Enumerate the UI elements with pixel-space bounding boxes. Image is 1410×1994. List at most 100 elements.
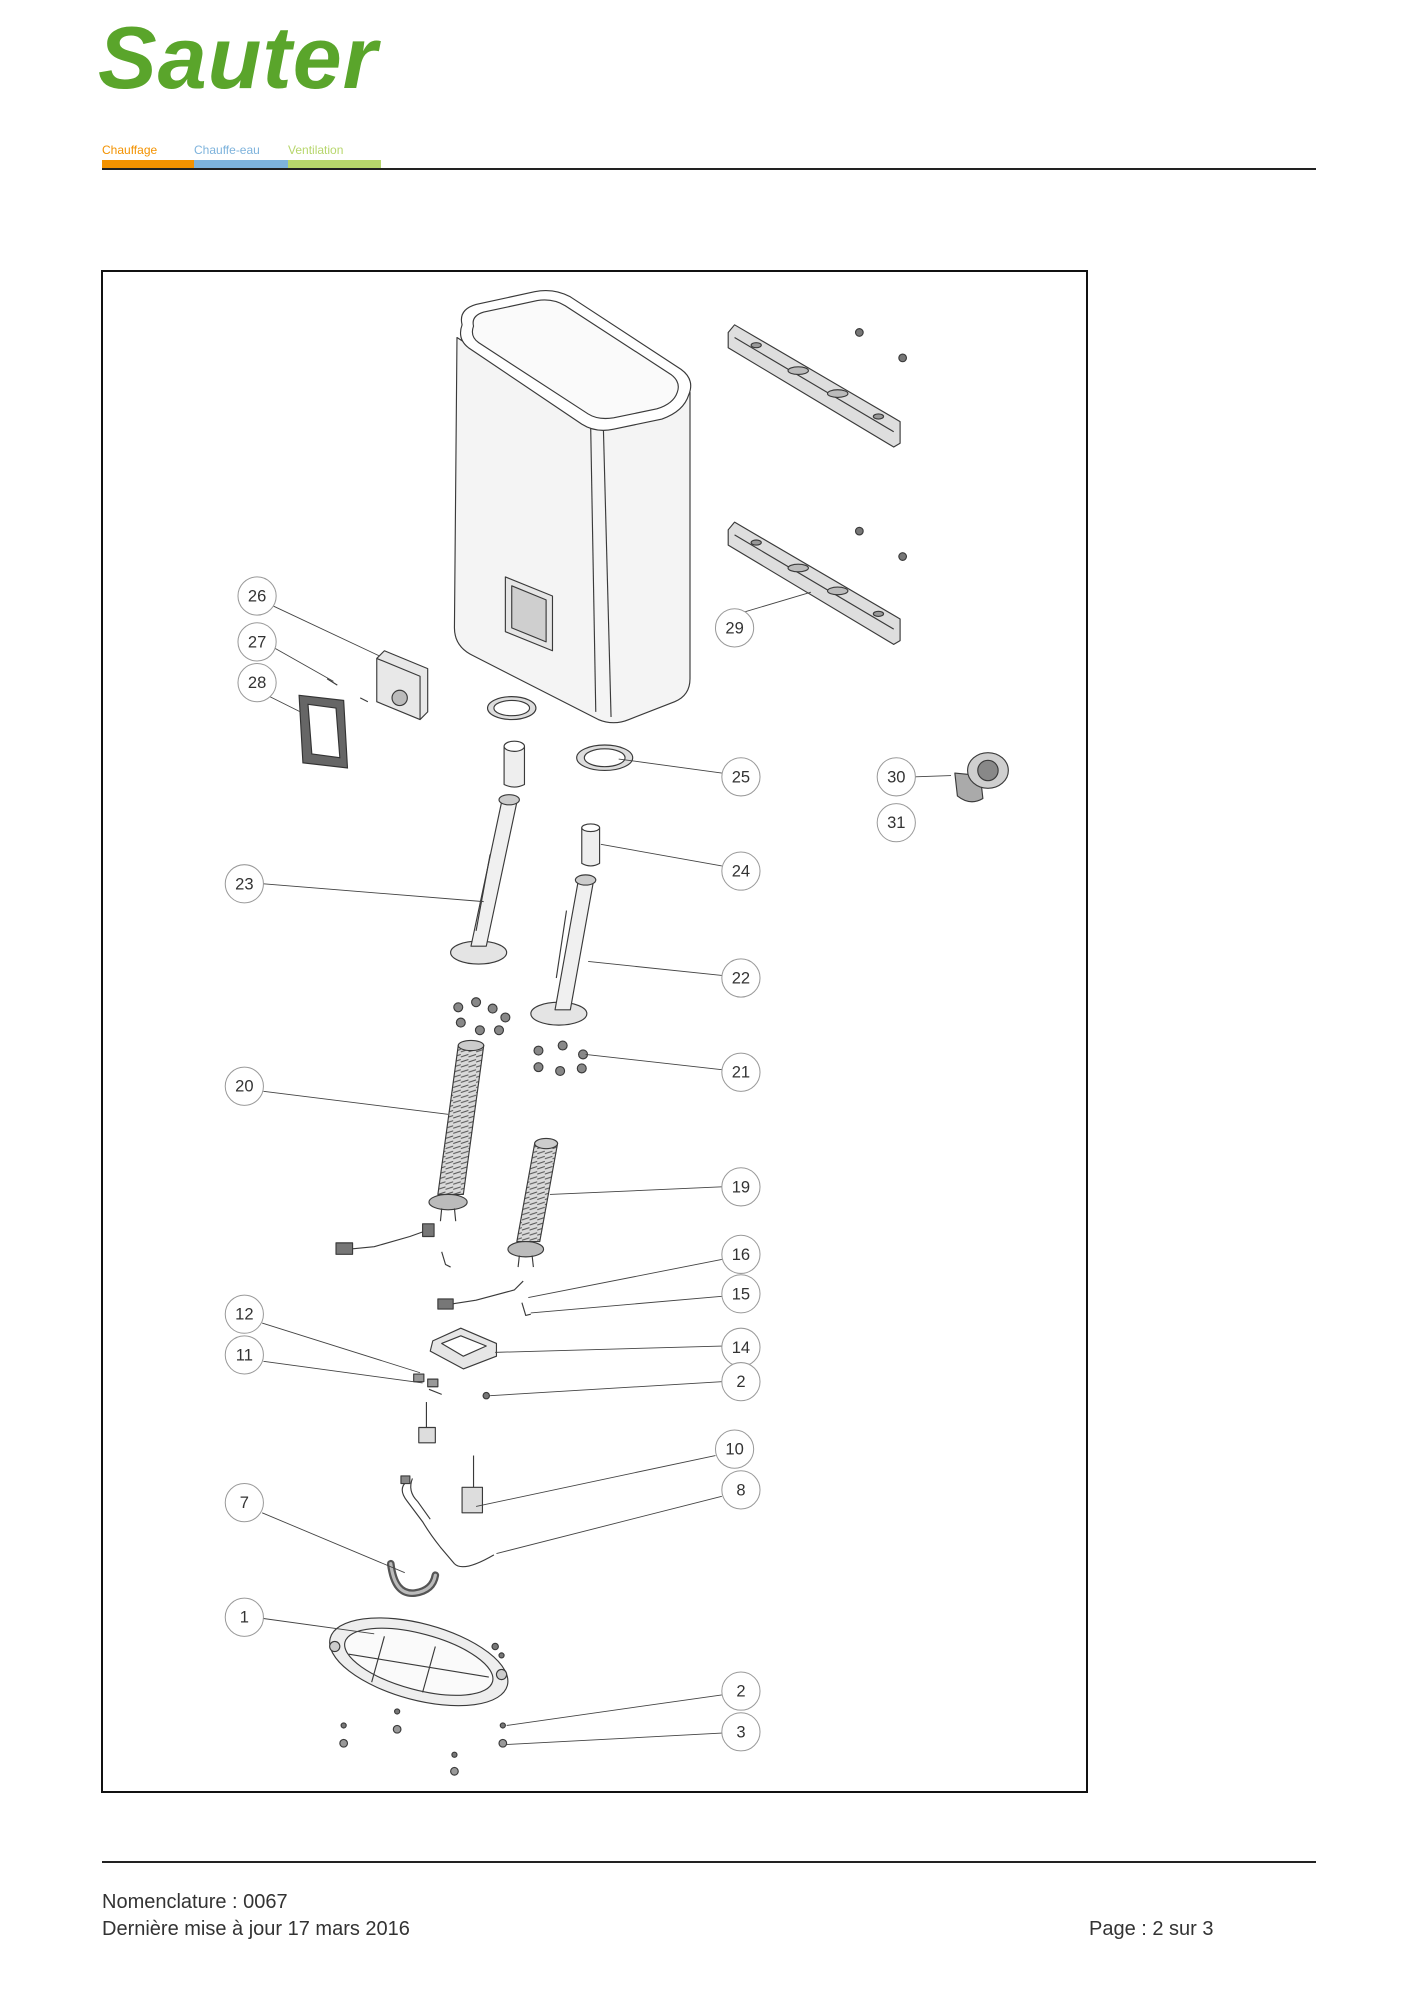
- part-wiring-harness-lower: [437, 1280, 524, 1310]
- callout-number: 20: [235, 1077, 253, 1096]
- callout-circle: [714, 1429, 755, 1469]
- callout-number: 10: [725, 1440, 743, 1459]
- part-control-box-screws: [326, 678, 369, 703]
- callout-20: 20: [224, 1066, 449, 1115]
- leader-line: [915, 775, 952, 778]
- part-small-fittings-11-12: [413, 1373, 442, 1395]
- callout-number: 1: [240, 1608, 249, 1627]
- callout-circle: [721, 757, 761, 797]
- part-wires-8: [400, 1475, 495, 1568]
- callout-circle: [721, 1712, 761, 1752]
- callout-circle: [721, 1234, 761, 1274]
- part-seal-ring-lower: [576, 744, 634, 772]
- callout-circle: [876, 757, 916, 797]
- leader-line: [263, 1090, 449, 1115]
- callout-number: 21: [732, 1063, 750, 1082]
- leader-line: [528, 1258, 722, 1299]
- part-wall-bracket-upper: [727, 324, 901, 448]
- callout-3: 3: [506, 1712, 761, 1752]
- part-element-sheath-left: [450, 794, 520, 965]
- callout-19: 19: [549, 1167, 761, 1207]
- part-screw-2-upper: [482, 1391, 491, 1400]
- tab-label: Ventilation: [288, 143, 344, 157]
- callout-1: 1: [224, 1597, 375, 1637]
- page-number: Page : 2 sur 3: [1089, 1918, 1214, 1940]
- callout-number: 25: [732, 767, 750, 786]
- part-thermostat-lower: [461, 1455, 484, 1514]
- callout-circle: [721, 1274, 761, 1314]
- callout-number: 29: [725, 618, 743, 637]
- diagram-canvas: 26 27 28 29 25 30 31: [224, 290, 1009, 1776]
- callout-30: 30: [876, 757, 952, 797]
- part-washer-3: [498, 1738, 508, 1748]
- tab-chauffe-eau[interactable]: Chauffe-eau: [194, 143, 288, 169]
- callout-14: 14: [495, 1327, 761, 1367]
- callout-number: 7: [240, 1493, 249, 1512]
- part-bottom-cover: [329, 1617, 509, 1707]
- callout-circle: [714, 608, 755, 648]
- callout-number: 26: [248, 587, 266, 606]
- callout-25: 25: [618, 757, 761, 797]
- callout-15: 15: [530, 1274, 761, 1314]
- callout-circle: [224, 1335, 264, 1375]
- tab-label: Chauffage: [102, 143, 158, 157]
- callout-circle: [224, 1294, 264, 1334]
- part-power-cable: [386, 1559, 440, 1597]
- callout-number: 16: [732, 1245, 750, 1264]
- callout-number: 14: [732, 1338, 750, 1357]
- leader-line: [585, 1053, 722, 1071]
- part-wiring-harness-upper: [335, 1223, 451, 1268]
- callout-circle: [721, 1362, 761, 1402]
- leader-line: [506, 1732, 722, 1746]
- callout-29: 29: [714, 591, 812, 648]
- tab-ventilation[interactable]: Ventilation: [288, 143, 381, 169]
- leader-line: [262, 1322, 421, 1374]
- leader-line: [261, 1512, 405, 1574]
- callout-28: 28: [237, 663, 301, 713]
- callout-number: 19: [732, 1177, 750, 1196]
- part-heating-element-right: [507, 1137, 559, 1268]
- part-nuts-right: [533, 1040, 589, 1077]
- callout-26: 26: [237, 576, 380, 657]
- callout-number: 30: [887, 767, 905, 786]
- part-water-heater-tank: [453, 290, 692, 724]
- callout-22: 22: [588, 958, 761, 998]
- part-thermostat-upper: [418, 1402, 436, 1444]
- callout-number: 12: [235, 1305, 253, 1324]
- callout-circle: [721, 958, 761, 998]
- part-bracket-screws-upper: [854, 328, 908, 363]
- callout-24: 24: [600, 843, 761, 891]
- callout-2-lower: 2: [506, 1671, 761, 1726]
- tab-color-bar: [194, 160, 288, 168]
- leader-line: [263, 1360, 423, 1384]
- callout-31: 31: [876, 803, 916, 843]
- callout-circle: [876, 803, 916, 843]
- callout-2-upper: 2: [490, 1362, 761, 1402]
- callout-number: 27: [248, 632, 266, 651]
- callout-circle: [224, 1597, 264, 1637]
- leader-line: [530, 1295, 722, 1314]
- callout-number: 8: [736, 1480, 745, 1499]
- callout-circle: [237, 663, 277, 703]
- callout-11: 11: [224, 1335, 423, 1384]
- callout-number: 28: [248, 673, 266, 692]
- tab-label: Chauffe-eau: [194, 143, 260, 157]
- footer-divider: [102, 1861, 1316, 1863]
- callout-27: 27: [237, 622, 334, 682]
- callout-circle: [224, 1066, 264, 1106]
- part-element-sheath-right: [530, 874, 597, 1026]
- nomenclature-reference: Nomenclature : 0067: [102, 1891, 288, 1913]
- leader-line: [506, 1694, 722, 1726]
- leader-line: [495, 1345, 722, 1353]
- part-nuts-left: [453, 997, 511, 1036]
- exploded-view-diagram: 26 27 28 29 25 30 31: [101, 270, 1088, 1793]
- part-heating-element-left: [428, 1039, 485, 1222]
- part-bracket-screws-lower: [854, 526, 908, 561]
- tab-color-bar: [102, 160, 194, 168]
- leader-line: [490, 1381, 722, 1397]
- leader-line: [475, 1455, 716, 1507]
- tab-chauffage[interactable]: Chauffage: [102, 143, 194, 169]
- callout-circle: [721, 1167, 761, 1207]
- part-screw-2-lower: [499, 1722, 506, 1729]
- callout-number: 23: [235, 874, 253, 893]
